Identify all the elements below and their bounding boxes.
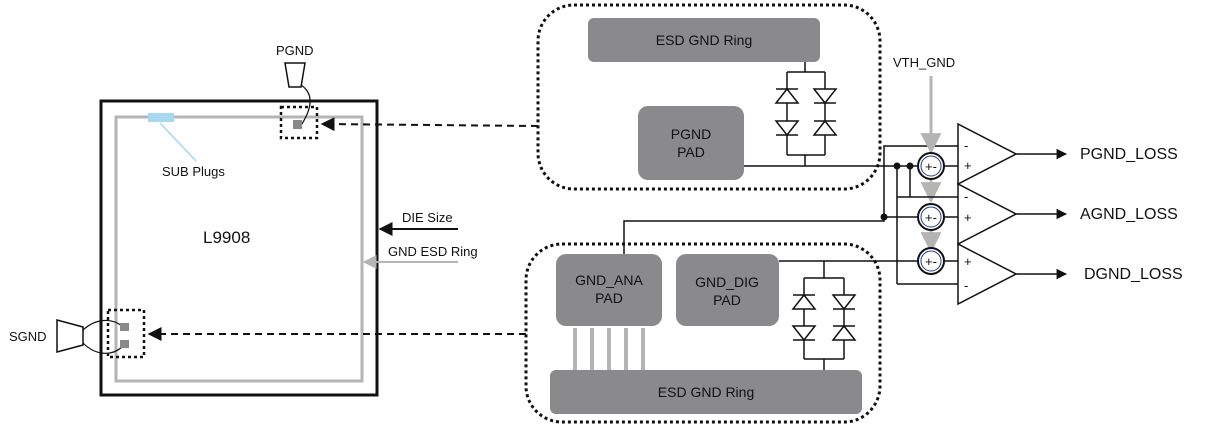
gnd-ana-pad-label-1: GND_ANA (575, 272, 643, 288)
adder-agnd-symbol: +- (925, 210, 937, 225)
comparator-pgnd-plus: + (964, 158, 972, 173)
sgnd-bond-pad-2 (120, 340, 129, 348)
bottom-esd-diodes (779, 260, 918, 370)
top-zoom-block: ESD GND Ring PGND PAD (536, 3, 918, 191)
ana-pad-bond-strips (573, 328, 645, 370)
bottom-zoom-outline (524, 242, 882, 424)
junction-dot-3 (906, 162, 914, 170)
sub-plugs-label: SUB Plugs (162, 164, 225, 179)
top-esd-gnd-ring (588, 18, 820, 62)
gnd-esd-ring-trace (114, 115, 364, 383)
pgnd-pin-symbol (284, 62, 306, 88)
bottom-esd-gnd-ring (550, 370, 862, 414)
comparator-section: VTH_GND +- +- (880, 55, 1183, 306)
pgnd-pin-label: PGND (276, 43, 314, 58)
comparator-wiring (884, 165, 958, 285)
comparator-pgnd-minus: - (964, 138, 968, 153)
bottom-zoom-block: GND_ANA PAD GND_DIG PAD ESD GND Ring (524, 242, 918, 424)
comparator-dgnd-minus: - (964, 278, 968, 293)
comparator-pgnd: - + (957, 122, 1018, 186)
chip-name: L9908 (203, 228, 250, 247)
sub-plug-leader (159, 122, 197, 162)
sgnd-pin-symbol (56, 319, 84, 353)
zoom-arrow-top (320, 117, 539, 132)
top-zoom-outline (536, 3, 882, 191)
output-dgnd-loss-label: DGND_LOSS (1084, 266, 1183, 283)
top-esd-gnd-ring-label: ESD GND Ring (656, 32, 752, 48)
output-pgnd-loss-label: PGND_LOSS (1080, 146, 1178, 163)
gnd-esd-ring-label: GND ESD Ring (388, 244, 478, 259)
pgnd-bond-pad-box (279, 105, 319, 140)
comparator-agnd: - + (957, 182, 1018, 246)
gnd-dig-pad (676, 254, 779, 326)
chip-die: SUB Plugs L9908 PGND SGND DIE Size GND E… (9, 43, 478, 397)
gnd-ana-pad (556, 254, 662, 326)
bottom-esd-gnd-ring-label: ESD GND Ring (658, 384, 754, 400)
sgnd-bond-wire-2 (82, 342, 123, 354)
comparator-dgnd-plus: + (964, 254, 972, 269)
adder-pgnd-symbol: +- (925, 159, 937, 174)
junction-dot-2 (880, 213, 888, 221)
gnd-ana-wire (623, 145, 958, 254)
comparator-dgnd: + - (957, 242, 1018, 306)
sgnd-bond-wire-1 (82, 319, 123, 331)
die-size-label: DIE Size (402, 210, 453, 225)
gnd-dig-pad-label-1: GND_DIG (695, 274, 759, 290)
sgnd-bond-pad-box (106, 308, 146, 359)
sub-plug (148, 113, 174, 122)
pgnd-pad-label-1: PGND (671, 126, 711, 142)
comparator-agnd-minus: - (964, 189, 968, 204)
adder-agnd: +- (917, 203, 945, 231)
gnd-dig-pad-label-2: PAD (713, 292, 741, 308)
pgnd-pad (638, 106, 744, 180)
die-outline (99, 99, 379, 397)
pgnd-bond-wire (299, 84, 311, 128)
pgnd-pad-label-2: PAD (677, 144, 705, 160)
vth-gnd-label: VTH_GND (893, 55, 955, 70)
gnd-ana-pad-label-2: PAD (595, 290, 623, 306)
adder-pgnd: +- (917, 152, 945, 180)
junction-dot-1 (893, 162, 901, 170)
pgnd-bond-pad (293, 120, 302, 129)
adder-dgnd-symbol: +- (925, 254, 937, 269)
output-agnd-loss-label: AGND_LOSS (1080, 206, 1178, 223)
top-esd-diodes (774, 62, 838, 166)
comparator-agnd-plus: + (964, 210, 972, 225)
adder-dgnd: +- (917, 247, 945, 275)
sgnd-pin-label: SGND (9, 329, 47, 344)
sgnd-bond-pad-1 (120, 323, 129, 331)
